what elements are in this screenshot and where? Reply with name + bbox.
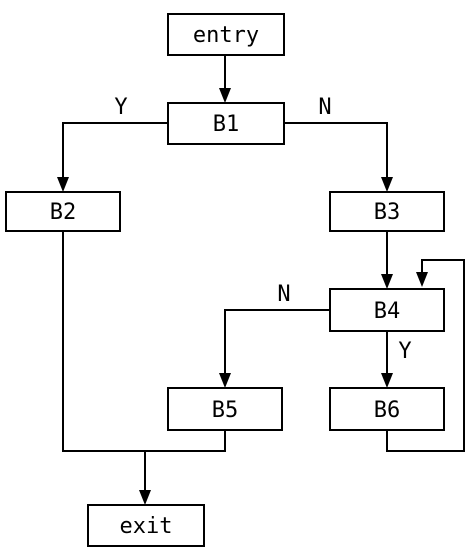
node-b6-label: B6 (374, 398, 401, 423)
node-b5: B5 (167, 387, 283, 431)
arrowhead-exit-top (139, 490, 151, 505)
edge-b5-to-exit (145, 430, 226, 452)
node-b3-label: B3 (374, 200, 401, 225)
arrowhead-b3-top (381, 177, 393, 192)
node-b2-label: B2 (50, 200, 77, 225)
node-entry-box (167, 13, 285, 56)
edge-label-b4-to-b5: N (277, 282, 290, 307)
edge-label-b4-to-b6: Y (398, 339, 411, 364)
edge-label-b1-to-b3: N (318, 95, 331, 120)
node-entry-label: entry (193, 23, 259, 48)
edge-labels: Y N N Y (114, 95, 411, 364)
node-exit-box (87, 504, 205, 547)
node-exit-label: exit (120, 514, 173, 539)
node-b6-box (329, 387, 445, 431)
arrowhead-b4-top (381, 274, 393, 289)
node-b6: B6 (329, 387, 445, 431)
edge-b1-to-b3 (284, 122, 388, 177)
arrowhead-b2-top (57, 177, 69, 192)
node-b2-box (5, 191, 121, 232)
node-exit: exit (87, 504, 205, 547)
arrowhead-b1-top (219, 88, 231, 103)
arrowhead-b6-top (381, 373, 393, 388)
edges (57, 55, 465, 505)
node-b1-label: B1 (213, 112, 240, 137)
edge-b2-to-exit (62, 231, 145, 452)
node-b1-box (167, 102, 285, 145)
arrowhead-b5-top (219, 373, 231, 388)
edge-b1-to-b2 (62, 122, 168, 177)
node-b3-box (329, 191, 445, 232)
arrowhead-loop-b4 (416, 272, 428, 287)
edge-b6-loop-to-b4 (386, 259, 465, 452)
node-entry: entry (167, 13, 285, 56)
node-b5-box (167, 387, 283, 431)
node-b1: B1 (167, 102, 285, 145)
edge-label-b1-to-b2: Y (114, 95, 127, 120)
node-b2: B2 (5, 191, 121, 232)
node-b4-box (329, 288, 445, 332)
node-b4-label: B4 (374, 299, 401, 324)
edge-b4-to-b5 (224, 309, 330, 373)
node-b3: B3 (329, 191, 445, 232)
node-b5-label: B5 (212, 398, 239, 423)
node-b4: B4 (329, 288, 445, 332)
